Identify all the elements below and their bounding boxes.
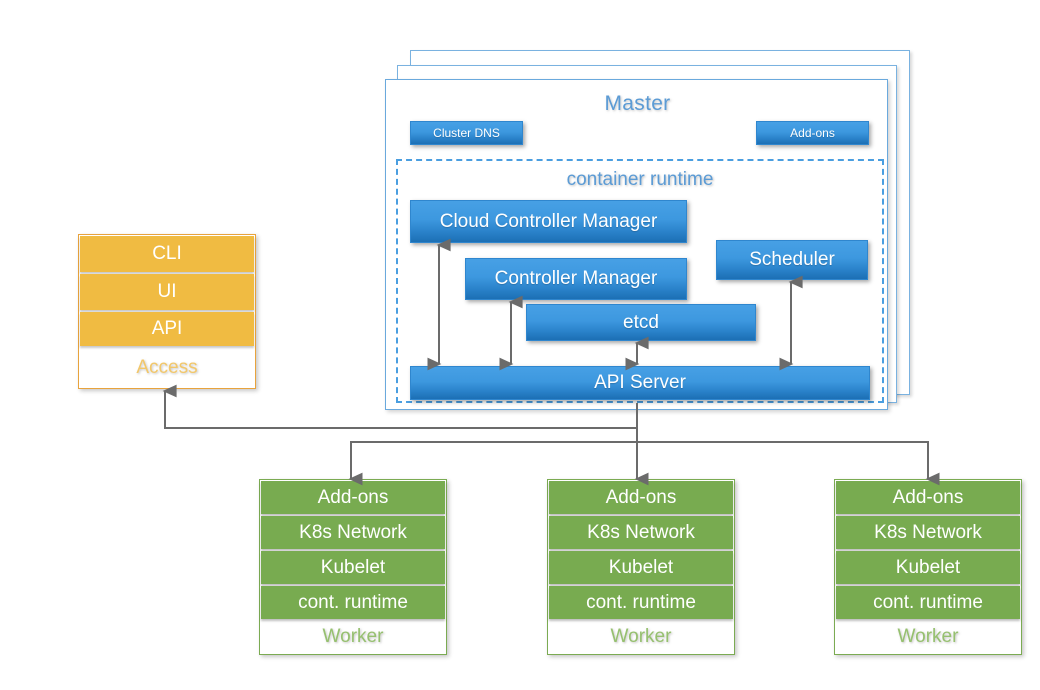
worker-node-2[interactable]: Add-ons K8s Network Kubelet cont. runtim…	[547, 479, 735, 655]
worker-1-row-k8s-network-label: K8s Network	[299, 521, 407, 543]
etcd-label: etcd	[623, 311, 659, 333]
scheduler-box[interactable]: Scheduler	[716, 240, 868, 280]
scheduler-label: Scheduler	[749, 249, 835, 270]
worker-2-row-k8s-network-label: K8s Network	[587, 521, 695, 543]
worker-1-row-k8s-network[interactable]: K8s Network	[261, 516, 445, 549]
master-add-ons-label: Add-ons	[790, 126, 835, 140]
worker-node-3[interactable]: Add-ons K8s Network Kubelet cont. runtim…	[834, 479, 1022, 655]
cluster-dns-label: Cluster DNS	[433, 126, 500, 140]
worker-2-row-kubelet-label: Kubelet	[608, 556, 674, 578]
worker-1-row-cont-runtime-label: cont. runtime	[298, 591, 408, 613]
worker-2-row-add-ons-label: Add-ons	[605, 486, 677, 508]
access-row-cli[interactable]: CLI	[80, 236, 254, 272]
cloud-controller-manager-box[interactable]: Cloud Controller Manager	[410, 200, 687, 243]
worker-2-row-kubelet[interactable]: Kubelet	[549, 551, 733, 584]
master-title: Master	[604, 92, 671, 115]
worker-3-row-cont-runtime[interactable]: cont. runtime	[836, 586, 1020, 619]
arrow-bus-to-worker-3	[637, 441, 940, 486]
access-row-api[interactable]: API	[80, 312, 254, 346]
worker-1-row-kubelet-label: Kubelet	[320, 556, 386, 578]
worker-3-row-add-ons-label: Add-ons	[892, 486, 964, 508]
worker-2-label: Worker	[610, 626, 672, 647]
worker-3-row-cont-runtime-label: cont. runtime	[873, 591, 983, 613]
container-runtime-title: container runtime	[566, 169, 714, 190]
worker-3-row-kubelet[interactable]: Kubelet	[836, 551, 1020, 584]
api-server-label: API Server	[594, 372, 686, 393]
worker-1-row-kubelet[interactable]: Kubelet	[261, 551, 445, 584]
worker-3-row-kubelet-label: Kubelet	[895, 556, 961, 578]
worker-2-row-cont-runtime-label: cont. runtime	[586, 591, 696, 613]
controller-manager-box[interactable]: Controller Manager	[465, 258, 687, 300]
access-node[interactable]: CLI UI API Access	[78, 234, 256, 389]
master-add-ons-box[interactable]: Add-ons	[756, 121, 869, 145]
worker-1-row-add-ons[interactable]: Add-ons	[261, 481, 445, 514]
cluster-dns-box[interactable]: Cluster DNS	[410, 121, 523, 145]
access-row-ui-label: UI	[157, 281, 177, 302]
worker-2-row-add-ons[interactable]: Add-ons	[549, 481, 733, 514]
access-row-api-label: API	[151, 318, 183, 339]
worker-1-label: Worker	[322, 626, 384, 647]
container-runtime-region: container runtime	[396, 159, 884, 403]
worker-3-row-add-ons[interactable]: Add-ons	[836, 481, 1020, 514]
worker-1-row-add-ons-label: Add-ons	[317, 486, 389, 508]
arrow-bus-to-worker-1	[348, 441, 637, 486]
cloud-controller-manager-label: Cloud Controller Manager	[439, 210, 658, 232]
access-label: Access	[136, 357, 198, 378]
worker-node-1[interactable]: Add-ons K8s Network Kubelet cont. runtim…	[259, 479, 447, 655]
worker-3-row-k8s-network[interactable]: K8s Network	[836, 516, 1020, 549]
worker-2-row-cont-runtime[interactable]: cont. runtime	[549, 586, 733, 619]
access-row-cli-label: CLI	[152, 243, 182, 264]
worker-1-row-cont-runtime[interactable]: cont. runtime	[261, 586, 445, 619]
controller-manager-label: Controller Manager	[494, 268, 658, 289]
worker-3-label: Worker	[897, 626, 959, 647]
access-row-ui[interactable]: UI	[80, 274, 254, 310]
api-server-box[interactable]: API Server	[410, 366, 870, 400]
worker-3-row-k8s-network-label: K8s Network	[874, 521, 982, 543]
etcd-box[interactable]: etcd	[526, 304, 756, 341]
worker-2-row-k8s-network[interactable]: K8s Network	[549, 516, 733, 549]
